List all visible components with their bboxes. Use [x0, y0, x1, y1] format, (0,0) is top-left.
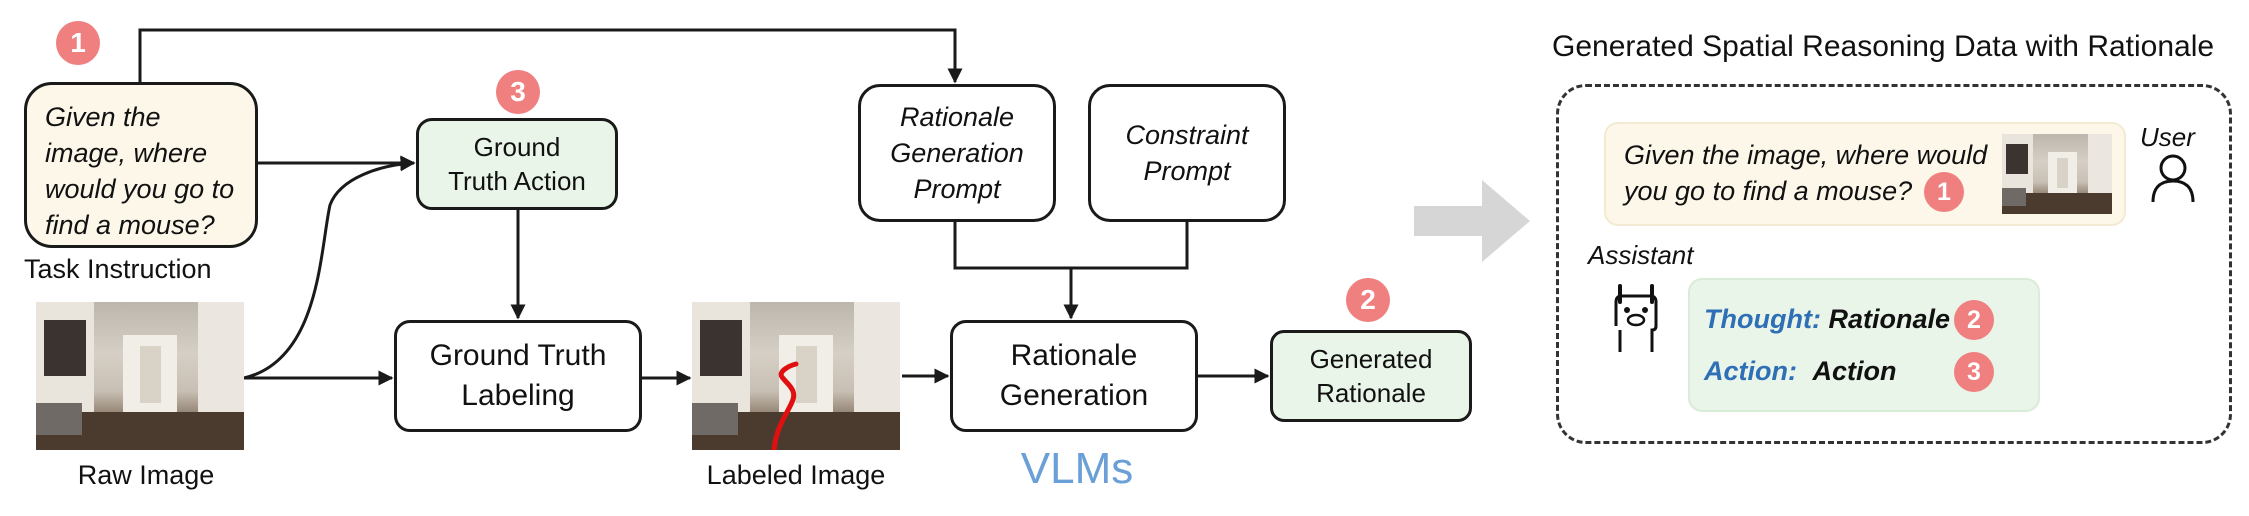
constraint-prompt-line1: Constraint	[1125, 120, 1249, 150]
thought-row: Thought: Rationale	[1704, 304, 1950, 335]
badge-2: 2	[1346, 278, 1390, 322]
badge-3: 3	[496, 70, 540, 114]
user-message-line1: Given the image, where would	[1624, 140, 1988, 170]
rationale-generation-box: Rationale Generation	[950, 320, 1198, 432]
gt-labeling-line1: Ground Truth	[429, 339, 607, 372]
generated-rationale-box: Generated Rationale	[1270, 330, 1472, 422]
generated-rationale-line2: Rationale	[1316, 378, 1426, 408]
badge-1: 1	[56, 21, 100, 65]
assistant-message-bubble	[1688, 278, 2040, 412]
gt-action-line1: Ground	[473, 132, 561, 162]
llama-icon	[1614, 284, 1658, 352]
action-key: Action:	[1704, 356, 1797, 386]
task-instruction-text: Given the image, where would you go to f…	[45, 102, 235, 240]
rationale-generation-prompt-box: Rationale Generation Prompt	[858, 84, 1056, 222]
rationale-gen-line2: Generation	[999, 379, 1149, 412]
constraint-prompt-box: Constraint Prompt	[1088, 84, 1286, 222]
person-outline-icon	[2151, 154, 2195, 203]
conversation-frame	[1556, 84, 2232, 444]
trajectory-path	[771, 361, 799, 450]
rationale-prompt-line3: Prompt	[913, 174, 1001, 204]
raw-image	[36, 302, 244, 450]
ground-truth-labeling-box: Ground Truth Labeling	[394, 320, 642, 432]
rationale-prompt-line1: Rationale	[899, 102, 1015, 132]
arrow-task-to-rationale-prompt	[138, 28, 963, 84]
vlms-label: VLMs	[1020, 444, 1134, 493]
thought-value: Rationale	[1828, 304, 1950, 334]
task-instruction-label: Task Instruction	[24, 254, 212, 284]
user-message-line2: you go to find a mouse?	[1624, 176, 1913, 206]
badge-3-assistant: 3	[1954, 352, 1994, 392]
user-message-image	[2002, 134, 2112, 214]
labeled-image	[692, 302, 900, 450]
task-instruction-box: Given the image, where would you go to f…	[24, 82, 258, 248]
action-value: Action	[1812, 356, 1897, 386]
right-panel-title: Generated Spatial Reasoning Data with Ra…	[1552, 30, 2215, 63]
constraint-prompt-line2: Prompt	[1143, 156, 1231, 186]
gt-action-line2: Truth Action	[448, 166, 586, 196]
rationale-gen-line1: Rationale	[1010, 339, 1138, 372]
action-row: Action: Action	[1704, 356, 1897, 387]
ground-truth-action-box: Ground Truth Action	[416, 118, 618, 210]
gray-arrow-icon	[1414, 180, 1530, 262]
rationale-prompt-line2: Generation	[890, 138, 1024, 168]
badge-2-assistant: 2	[1954, 300, 1994, 340]
assistant-label: Assistant	[1588, 240, 1694, 270]
thought-key: Thought:	[1704, 304, 1821, 334]
badge-1-user: 1	[1924, 172, 1964, 212]
gt-labeling-line2: Labeling	[461, 379, 575, 412]
arrow-image-to-gt-action	[243, 156, 416, 380]
user-label: User	[2140, 122, 2195, 152]
generated-rationale-line1: Generated	[1309, 344, 1433, 374]
arrow-prompts-merge	[953, 222, 1189, 270]
raw-image-label: Raw Image	[77, 460, 215, 490]
labeled-image-label: Labeled Image	[706, 460, 886, 490]
